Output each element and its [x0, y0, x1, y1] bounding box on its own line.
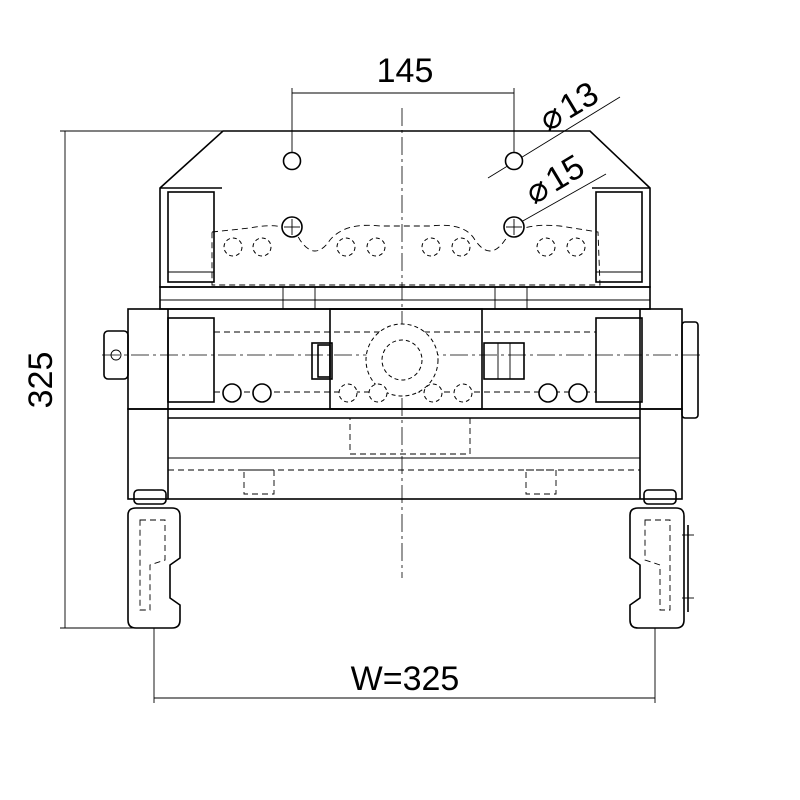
lower-frame — [127, 408, 683, 500]
dimension-height-label: 325 — [22, 352, 60, 409]
gripper-jaw-left — [127, 489, 181, 629]
mounting-hole-small-right — [504, 151, 524, 171]
dimension-hole-spacing-label: 145 — [377, 52, 434, 90]
dimension-hole-spacing: 145 — [291, 52, 515, 160]
top-mounting-plate — [159, 130, 651, 288]
dimension-width: W=325 — [153, 628, 656, 703]
mounting-hole-small-left — [282, 151, 302, 171]
carriage-body — [103, 286, 699, 419]
dimension-height: 325 — [22, 130, 225, 629]
dimension-width-label: W=325 — [351, 660, 460, 698]
gripper-jaw-right — [629, 489, 694, 629]
dimension-hole-diameters: ⌀ 13 ⌀ 15 — [487, 74, 621, 223]
